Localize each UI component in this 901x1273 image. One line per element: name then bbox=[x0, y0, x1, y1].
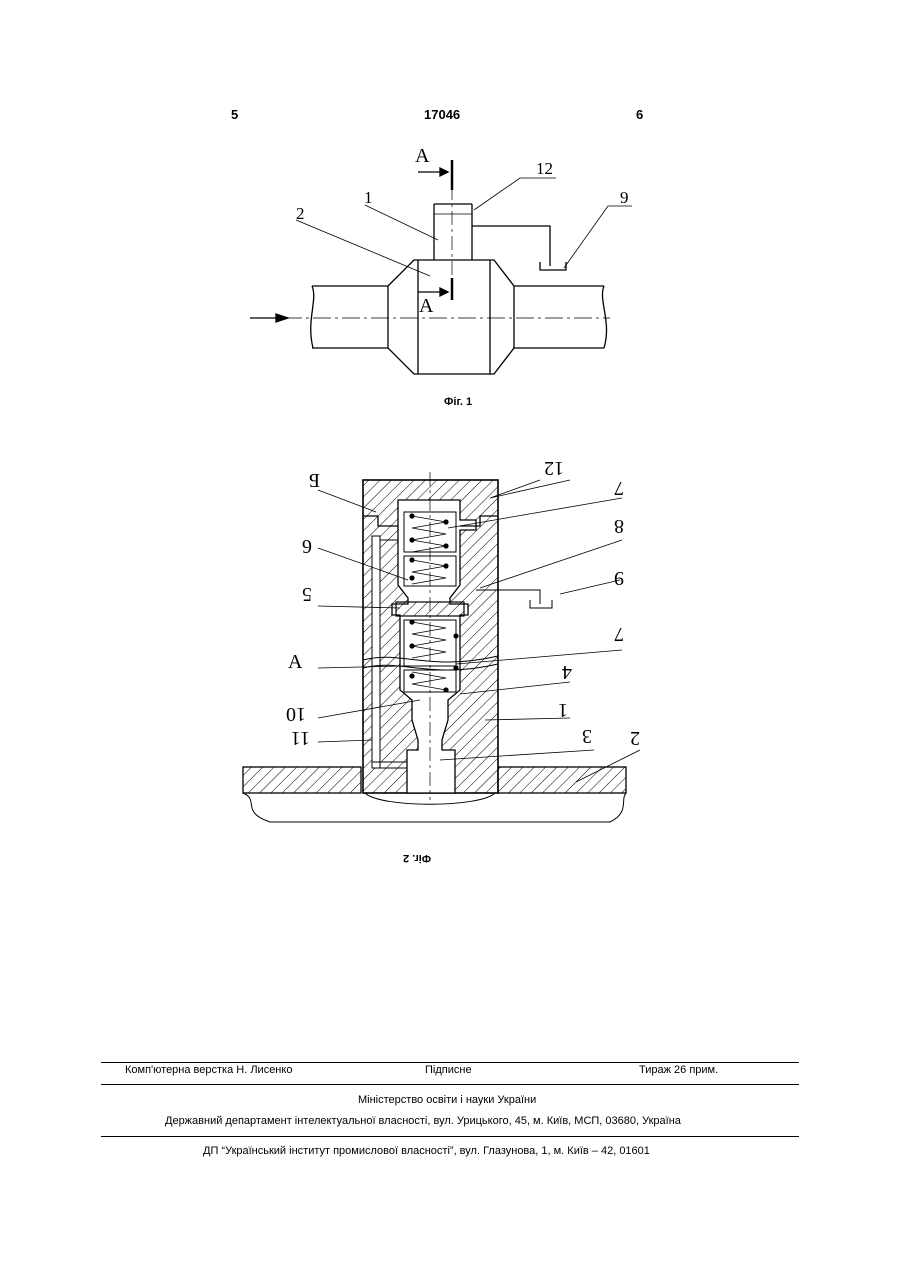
fig1-section-a-bottom: А bbox=[419, 295, 434, 317]
fig2-label-b: Б bbox=[309, 469, 320, 491]
footer-institute: ДП “Український інститут промислової вла… bbox=[203, 1145, 650, 1157]
fig2-label-7a: 7 bbox=[614, 477, 624, 499]
fig2-label-12: 12 bbox=[544, 457, 564, 479]
footer-circulation: Тираж 26 прим. bbox=[639, 1064, 718, 1076]
fig2-label-6: 6 bbox=[302, 535, 312, 557]
footer-rule-middle bbox=[101, 1084, 799, 1085]
fig2-label-a: А bbox=[288, 651, 303, 673]
footer-layout-credit: Комп'ютерна верстка Н. Лисенко bbox=[125, 1064, 292, 1076]
footer-department: Державний департамент інтелектуальної вл… bbox=[165, 1115, 681, 1127]
fig2-label-8: 8 bbox=[614, 515, 624, 537]
fig2-label-4: 4 bbox=[562, 661, 572, 683]
fig1-section-a-top: А bbox=[415, 145, 430, 167]
fig1-label-9: 9 bbox=[620, 188, 629, 207]
fig1-label-1: 1 bbox=[364, 188, 373, 207]
footer-subscription: Підписне bbox=[425, 1064, 472, 1076]
footer-ministry: Міністерство освіти і науки України bbox=[358, 1094, 536, 1106]
fig2-label-7b: 7 bbox=[614, 623, 624, 645]
fig1-label-2: 2 bbox=[296, 204, 305, 223]
fig2-label-1: 1 bbox=[558, 699, 568, 721]
fig2-label-2: 2 bbox=[630, 727, 640, 749]
figure-1-drawing bbox=[250, 160, 632, 374]
fig2-label-10: 10 bbox=[286, 703, 306, 725]
fig2-label-3: 3 bbox=[582, 725, 592, 747]
fig2-label-9: 9 bbox=[614, 567, 624, 589]
figure-1-caption: Фіг. 1 bbox=[444, 396, 472, 408]
figure-2-drawing bbox=[243, 472, 640, 822]
fig2-label-11: 11 bbox=[291, 727, 310, 749]
fig1-label-12: 12 bbox=[536, 159, 553, 178]
fig2-label-5: 5 bbox=[302, 583, 312, 605]
figure-2-caption: Фіг. 2 bbox=[403, 852, 431, 864]
footer-rule-top bbox=[101, 1062, 799, 1063]
footer-rule-bottom bbox=[101, 1136, 799, 1137]
